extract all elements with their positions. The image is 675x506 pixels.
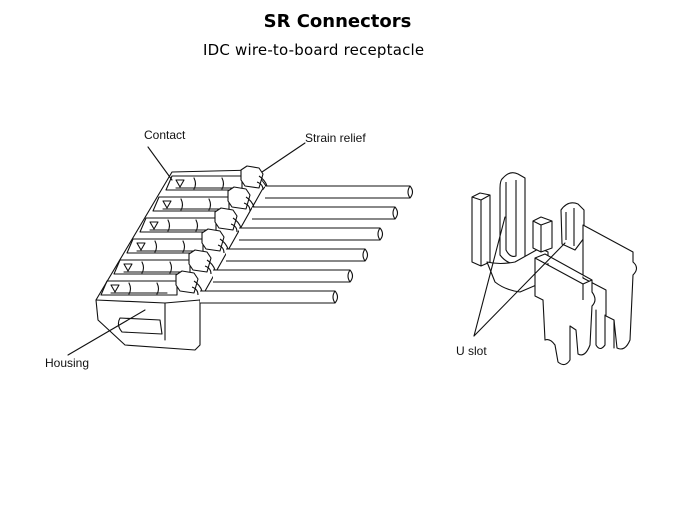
- contact-side-plate: [582, 224, 638, 350]
- contact-cavity: [100, 280, 178, 296]
- u-slot-leader-line-1: [473, 216, 506, 337]
- u-slot-label: U slot: [456, 344, 487, 358]
- strain-relief: [240, 165, 268, 191]
- strain-relief-blocks: [175, 165, 268, 296]
- contact-post-middle: [532, 216, 553, 253]
- connector-illustration: Contact Strain relief Housing: [45, 128, 414, 370]
- contact-prong-rear: [560, 202, 585, 251]
- wire: [226, 248, 369, 262]
- strain-relief: [175, 270, 203, 296]
- strain-relief: [214, 207, 242, 233]
- strain-relief: [227, 186, 255, 212]
- wire: [265, 185, 414, 199]
- strain-relief-label: Strain relief: [305, 131, 366, 145]
- wire: [239, 227, 384, 241]
- contact-bottom-u: [595, 309, 615, 350]
- contact-illustration: U slot: [456, 172, 638, 366]
- slide-subtitle: IDC wire-to-board receptacle: [203, 41, 425, 59]
- housing-label: Housing: [45, 356, 89, 370]
- housing-leader-line: [67, 309, 146, 356]
- strain-relief-leader-line: [261, 142, 306, 173]
- housing-front-face: [95, 299, 201, 341]
- u-slot-leader-line-2: [473, 242, 566, 337]
- contact-leader-line: [147, 146, 173, 181]
- wire: [252, 206, 399, 220]
- strain-relief: [188, 249, 216, 275]
- wire: [200, 290, 339, 304]
- contact-front-plate: [534, 253, 596, 366]
- contact-prong-front: [499, 172, 526, 265]
- wire: [213, 269, 354, 283]
- contact-label: Contact: [144, 128, 186, 142]
- contact-post-left: [471, 192, 491, 267]
- wires: [200, 185, 414, 304]
- slide-title: SR Connectors: [263, 11, 412, 32]
- strain-relief: [201, 228, 229, 254]
